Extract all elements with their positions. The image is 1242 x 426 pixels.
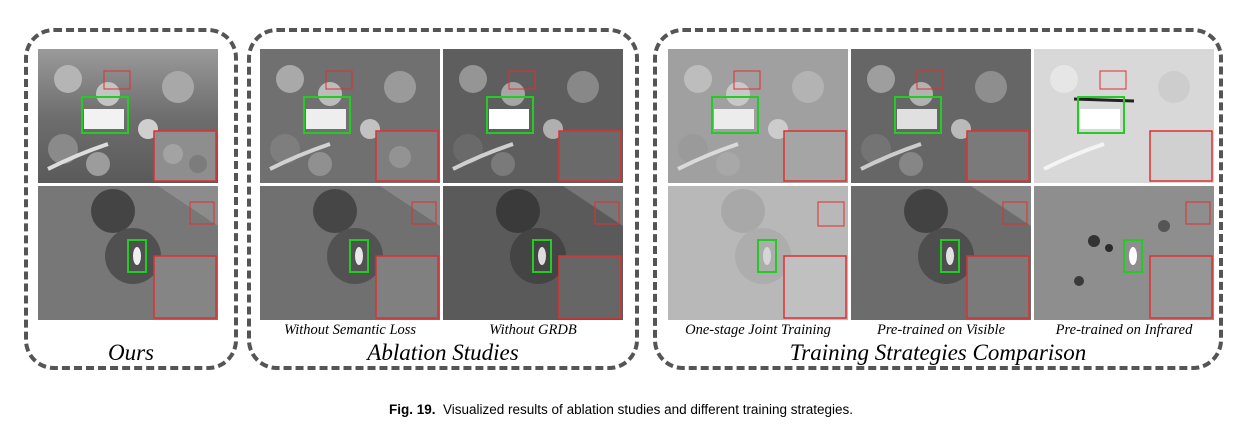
group-label-ablation-studies: Ablation Studies [367,340,519,365]
image-ours-scene1 [38,49,218,183]
image-pretrained-infrared-scene2 [1034,186,1214,320]
figure-number: Fig. 19. [388,402,436,417]
image-pretrained-infrared-scene1 [1034,49,1214,183]
image-without-semantic-loss-scene2 [260,186,440,320]
image-one-stage-scene2 [668,186,848,320]
image-one-stage-scene1 [668,49,848,183]
image-without-semantic-loss-scene1 [260,49,440,183]
image-without-grdb-scene2 [443,186,623,320]
image-without-grdb-scene1 [443,49,623,183]
group-ablation-frame [247,28,639,370]
label-without-semantic-loss: Without Semantic Loss [283,322,417,338]
figure-caption: Fig. 19. Visualized results of ablation … [0,402,1242,419]
group-training-frame [653,28,1223,370]
figure-caption-text: Visualized results of ablation studies a… [443,402,853,417]
group-label-ours: Ours [107,340,154,365]
image-pretrained-visible-scene1 [851,49,1031,183]
label-one-stage-joint-training: One-stage Joint Training [685,322,831,338]
label-without-grdb: Without GRDB [489,322,577,338]
image-ours-scene2 [38,186,218,320]
image-pretrained-visible-scene2 [851,186,1031,320]
group-label-training-strategies: Training Strategies Comparison [789,340,1087,365]
label-pretrained-infrared: Pre-trained on Infrared [1055,322,1193,338]
group-ours-frame [24,28,238,370]
label-pretrained-visible: Pre-trained on Visible [876,322,1006,338]
